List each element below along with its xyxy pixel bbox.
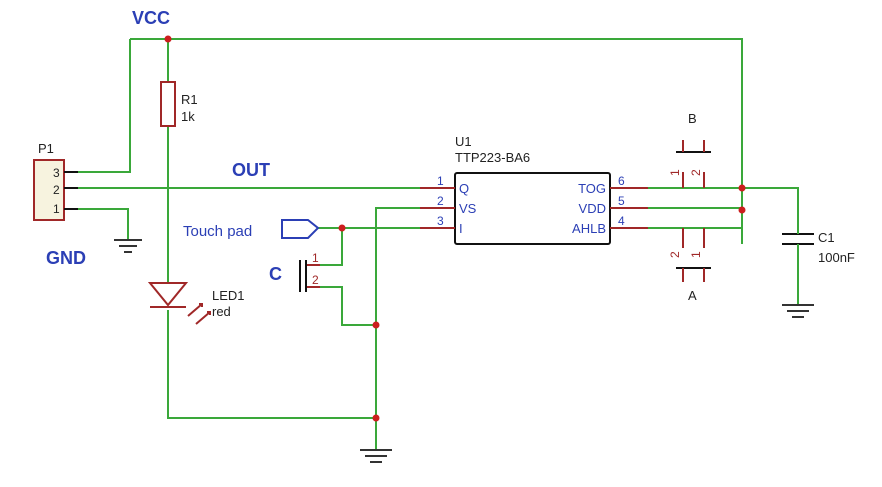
jumper-b-pin-1: 1 — [668, 169, 682, 176]
u1-pin-ahlb: AHLB — [572, 221, 606, 236]
jumper-a: 2 1 A — [668, 228, 711, 303]
c1-value: 100nF — [818, 250, 855, 265]
wire-c-pin1 — [320, 228, 343, 266]
p1-pin-1: 1 — [53, 202, 60, 216]
c-plates — [299, 260, 307, 292]
ground-main — [360, 449, 392, 463]
led-led1: LED1 red — [147, 282, 245, 325]
r1-body — [160, 81, 176, 127]
u1-left-pins — [420, 187, 455, 229]
net-label-vcc: VCC — [132, 8, 170, 28]
p1-pins — [64, 171, 78, 210]
jumper-a-legs — [682, 268, 705, 282]
jumper-a-pin-2: 2 — [668, 251, 682, 258]
wire-vs-gnd — [375, 207, 455, 450]
u1-pin-q: Q — [459, 181, 469, 196]
touch-pad-label: Touch pad — [183, 223, 252, 240]
r1-value: 1k — [181, 109, 195, 124]
capacitor-c: 1 2 C — [269, 251, 320, 292]
jumper-b-label: B — [688, 111, 697, 126]
u1-pin-6-num: 6 — [618, 174, 625, 188]
junction-dot — [372, 414, 380, 422]
u1-pin-vs: VS — [459, 201, 477, 216]
junction-dot — [338, 224, 346, 232]
u1-pin-2-num: 2 — [437, 194, 444, 208]
wire-c-pin2 — [320, 286, 376, 326]
touch-pad-symbol — [281, 219, 320, 239]
r1-label: R1 — [181, 92, 198, 107]
u1-pin-4-num: 4 — [618, 214, 625, 228]
u1-pin-tog: TOG — [578, 181, 606, 196]
junction-dot — [738, 184, 746, 192]
jumper-a-label: A — [688, 288, 697, 303]
u1-label: U1 — [455, 134, 472, 149]
net-label-out: OUT — [232, 160, 270, 180]
u1-right-pins — [610, 187, 648, 229]
wire-vcc-rail — [130, 38, 743, 244]
jumper-a-pins — [682, 228, 705, 248]
p1-label: P1 — [38, 141, 54, 156]
led-rays-icon — [187, 303, 211, 325]
jumper-b: 1 2 B — [668, 111, 711, 188]
resistor-r1: R1 1k — [160, 81, 198, 127]
c-pin-2: 2 — [312, 273, 319, 287]
jumper-b-legs — [682, 140, 705, 152]
led-label: LED1 — [212, 288, 245, 303]
p1-pin-2: 2 — [53, 183, 60, 197]
jumper-a-pin-1: 1 — [689, 251, 703, 258]
wires — [78, 38, 799, 450]
ground-p1 — [114, 239, 142, 253]
touch-pad: Touch pad — [183, 219, 320, 240]
u1-pin-vdd: VDD — [579, 201, 606, 216]
net-label-gnd: GND — [46, 248, 86, 268]
ic-u1: U1 TTP223-BA6 1 2 3 Q VS I 6 5 4 TOG VDD… — [420, 134, 648, 245]
u1-part: TTP223-BA6 — [455, 150, 530, 165]
junction-dot — [738, 206, 746, 214]
wire-vcc-p1 — [78, 39, 131, 173]
led-value: red — [212, 304, 231, 319]
c-pin-1: 1 — [312, 251, 319, 265]
led-arrowheads-icon — [199, 303, 211, 315]
junction-dot — [164, 35, 172, 43]
ground-c1 — [782, 304, 814, 318]
c-pins — [306, 264, 320, 288]
u1-pin-i: I — [459, 221, 463, 236]
wire-p1-gnd — [78, 208, 129, 240]
connector-p1: P1 3 2 1 — [33, 141, 78, 221]
wire-tog — [610, 187, 799, 228]
ground-icon — [114, 239, 142, 253]
u1-pin-5-num: 5 — [618, 194, 625, 208]
u1-pin-3-num: 3 — [437, 214, 444, 228]
jumper-b-pins — [682, 172, 705, 188]
p1-pin-3: 3 — [53, 166, 60, 180]
c1-plates — [782, 233, 814, 245]
c1-label: C1 — [818, 230, 835, 245]
c-label: C — [269, 264, 282, 284]
ground-icon — [782, 304, 814, 318]
jumper-b-pin-2: 2 — [689, 169, 703, 176]
ground-icon — [360, 449, 392, 463]
led-triangle — [147, 282, 189, 307]
p1-body — [33, 159, 65, 221]
capacitor-c1: C1 100nF — [782, 228, 855, 265]
u1-pin-1-num: 1 — [437, 174, 444, 188]
junctions — [164, 35, 746, 422]
wire-led-gnd — [167, 310, 376, 419]
junction-dot — [372, 321, 380, 329]
